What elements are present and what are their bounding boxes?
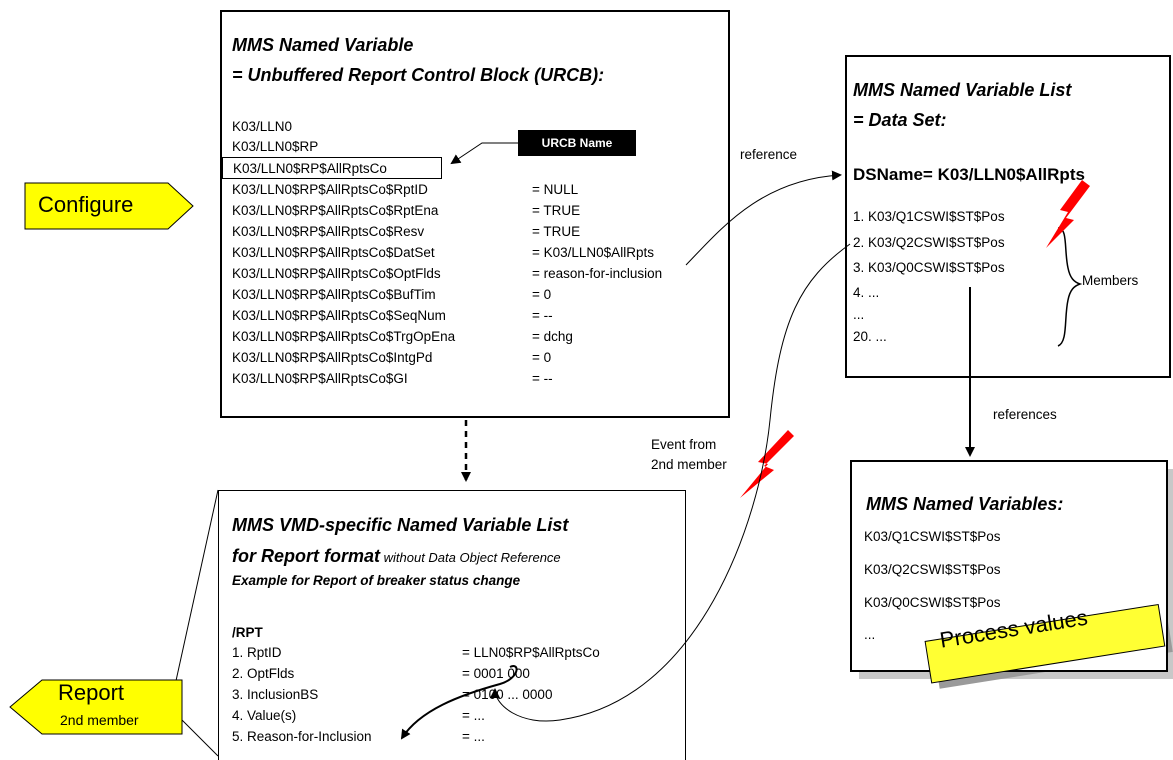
attr-value: = -- (532, 308, 553, 323)
optflds-to-reason-arrow (400, 665, 518, 740)
urcb-attribute-row: K03/LLN0$RP$AllRptsCo$SeqNum = -- (232, 308, 553, 323)
dataset-dsname: DSName= K03/LLN0$AllRpts (853, 165, 1085, 184)
configure-label: Configure (38, 192, 134, 217)
urcb-attribute-row: K03/LLN0$RP$AllRptsCo$DatSet = K03/LLN0$A… (232, 245, 654, 260)
attr-value: = 0 (532, 287, 552, 302)
attr-value: = dchg (532, 329, 573, 344)
urcb-attribute-row: K03/LLN0$RP$AllRptsCo$Resv = TRUE (232, 224, 580, 239)
attr-name: K03/LLN0$RP$AllRptsCo$IntgPd (232, 350, 433, 365)
urcb-attribute-row: K03/LLN0$RP$AllRptsCo$OptFlds = reason-fo… (232, 266, 662, 281)
urcb-name-label: URCB Name (518, 130, 636, 156)
attr-name: K03/LLN0$RP$AllRptsCo$OptFlds (232, 266, 441, 281)
rpt-row-value: = ... (462, 708, 485, 723)
rpt-row-value: = ... (462, 729, 485, 744)
dataset-title-line1: MMS Named Variable List (853, 80, 1072, 100)
lightning-bolt-icon (740, 430, 794, 498)
dataset-title-line2: = Data Set: (853, 110, 947, 130)
report-format-box (218, 490, 686, 760)
rpt-row: 5. Reason-for-Inclusion = ... (232, 729, 485, 744)
rpt-row: 3. InclusionBS = 0100 ... 0000 (232, 687, 552, 702)
named-vars-title: MMS Named Variables: (866, 494, 1064, 514)
event-curve (490, 243, 851, 722)
report-format-title-line1: MMS VMD-specific Named Variable List (232, 515, 569, 535)
attr-name: K03/LLN0$RP$AllRptsCo$GI (232, 371, 408, 386)
rpt-row: 1. RptID = LLN0$RP$AllRptsCo (232, 645, 600, 660)
attr-value: = -- (532, 371, 553, 386)
lightning-bolt-icon (1046, 180, 1090, 248)
urcb-attribute-row: K03/LLN0$RP$AllRptsCo$GI = -- (232, 371, 553, 386)
report-perspective-line-top (169, 489, 219, 709)
named-var-item: ... (864, 627, 876, 642)
dataset-member: 2. K03/Q2CSWI$ST$Pos (853, 235, 1005, 250)
named-var-item: K03/Q2CSWI$ST$Pos (864, 562, 1001, 577)
attr-value: = K03/LLN0$AllRpts (532, 245, 654, 260)
attr-name: K03/LLN0$RP$AllRptsCo$Resv (232, 224, 425, 239)
attr-name: K03/LLN0$RP$AllRptsCo$RptEna (232, 203, 439, 218)
urcb-box (220, 10, 730, 418)
report-format-subtitle: Example for Report of breaker status cha… (232, 573, 521, 588)
reference-label: reference (740, 147, 798, 162)
rpt-row-name: 5. Reason-for-Inclusion (232, 729, 372, 744)
urcb-attribute-row: K03/LLN0$RP$AllRptsCo$BufTim = 0 (232, 287, 551, 302)
rpt-row-value: = 0100 ... 0000 (462, 687, 553, 702)
attr-name: K03/LLN0$RP$AllRptsCo$DatSet (232, 245, 435, 260)
dataset-member: 3. K03/Q0CSWI$ST$Pos (853, 260, 1005, 275)
process-values-sticker (924, 603, 1166, 684)
rpt-row-name: 2. OptFlds (232, 666, 295, 681)
attr-value: = 0 (532, 350, 552, 365)
report-format-title-small: without Data Object Reference (380, 550, 561, 565)
urcb-title-line1: MMS Named Variable (232, 35, 414, 55)
dataset-member: 4. ... (853, 285, 880, 300)
rpt-row-value: = LLN0$RP$AllRptsCo (462, 645, 600, 660)
references-label: references (993, 407, 1057, 422)
attr-value: = TRUE (532, 224, 581, 239)
dataset-member: 1. K03/Q1CSWI$ST$Pos (853, 209, 1005, 224)
report-label: Report (58, 680, 125, 705)
rpt-row: 4. Value(s) = ... (232, 708, 485, 723)
urcb-name-pointer (450, 142, 518, 165)
rpt-row-name: 4. Value(s) (232, 708, 297, 723)
report-format-title-bold: for Report format (232, 546, 380, 566)
dataset-member: 20. ... (853, 329, 887, 344)
rpt-row-name: 1. RptID (232, 645, 282, 660)
named-var-item: K03/Q1CSWI$ST$Pos (864, 529, 1001, 544)
urcb-head-line: K03/LLN0 (232, 119, 293, 134)
urcb-highlighted-name: K03/LLN0$RP$AllRptsCo (222, 157, 442, 179)
urcb-attribute-row: K03/LLN0$RP$AllRptsCo$IntgPd = 0 (232, 350, 551, 365)
attr-name: K03/LLN0$RP$AllRptsCo$BufTim (232, 287, 436, 302)
reference-arrow (685, 170, 842, 266)
attr-value: = NULL (532, 182, 579, 197)
rpt-label: /RPT (232, 625, 263, 640)
attr-name: K03/LLN0$RP$AllRptsCo$SeqNum (232, 308, 446, 323)
named-var-item: K03/Q0CSWI$ST$Pos (864, 595, 1001, 610)
event-label-line2: 2nd member (651, 457, 727, 472)
urcb-attribute-row: K03/LLN0$RP$AllRptsCo$RptEna = TRUE (232, 203, 580, 218)
attr-name: K03/LLN0$RP$AllRptsCo$RptID (232, 182, 428, 197)
dataset-member: ... (853, 307, 865, 322)
urcb-head-line: K03/LLN0$RP (232, 139, 319, 154)
attr-name: K03/LLN0$RP$AllRptsCo$TrgOpEna (232, 329, 456, 344)
configure-arrow-shape (24, 182, 194, 230)
members-brace (1057, 227, 1083, 347)
rpt-row-name: 3. InclusionBS (232, 687, 319, 702)
urcb-attribute-row: K03/LLN0$RP$AllRptsCo$RptID = NULL (232, 182, 578, 197)
urcb-title-line2: = Unbuffered Report Control Block (URCB)… (232, 65, 605, 85)
event-label-line1: Event from (651, 437, 717, 452)
report-arrow-shape (9, 679, 183, 735)
members-label: Members (1082, 273, 1139, 288)
attr-value: = reason-for-inclusion (532, 266, 663, 281)
urcb-attribute-row: K03/LLN0$RP$AllRptsCo$TrgOpEna = dchg (232, 329, 573, 344)
report-sublabel: 2nd member (60, 712, 139, 728)
attr-value: = TRUE (532, 203, 581, 218)
report-format-title-line2: for Report format without Data Object Re… (232, 546, 561, 567)
dataset-box (845, 55, 1171, 378)
